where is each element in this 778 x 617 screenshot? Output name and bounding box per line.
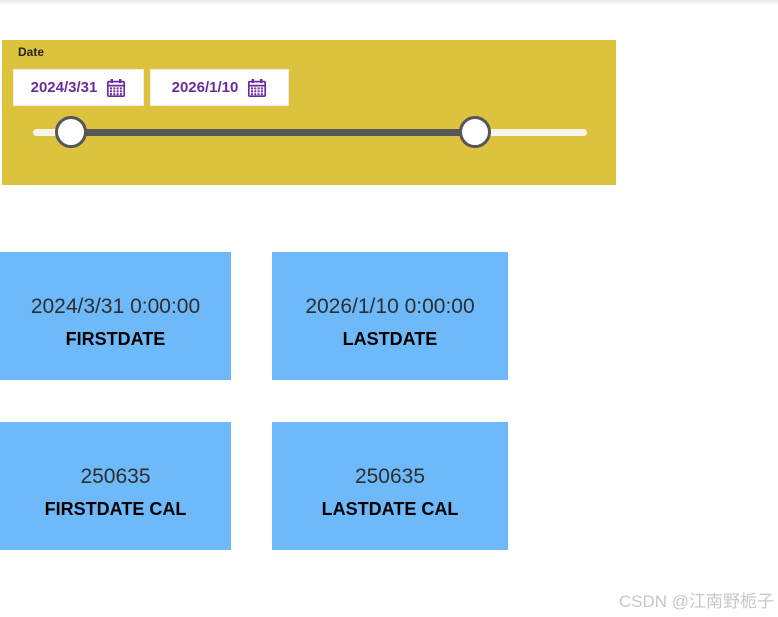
end-date-value[interactable]: 2026/1/10 <box>171 79 239 96</box>
slider-start-handle[interactable] <box>55 116 87 148</box>
card-value: 250635 <box>354 464 426 488</box>
card-label: FIRSTDATE CAL <box>44 498 187 519</box>
card-label: LASTDATE <box>342 328 438 349</box>
date-range-slider-selected-range[interactable] <box>71 129 475 136</box>
card-label: LASTDATE CAL <box>321 498 459 519</box>
card-lastdate-cal: 250635 LASTDATE CAL <box>272 422 508 550</box>
card-value: 250635 <box>80 464 151 488</box>
top-edge-shade <box>0 0 778 5</box>
calendar-icon[interactable] <box>106 78 126 98</box>
card-value: 2026/1/10 0:00:00 <box>305 294 475 318</box>
start-date-value[interactable]: 2024/3/31 <box>30 79 98 96</box>
calendar-icon[interactable] <box>247 78 267 98</box>
slicer-title: Date <box>18 45 45 59</box>
slider-end-handle[interactable] <box>459 116 491 148</box>
card-value: 2024/3/31 0:00:00 <box>30 294 201 318</box>
end-date-input[interactable]: 2026/1/10 <box>150 69 289 106</box>
start-date-input[interactable]: 2024/3/31 <box>13 69 144 106</box>
card-firstdate-cal: 250635 FIRSTDATE CAL <box>0 422 231 550</box>
csdn-watermark: CSDN @江南野栀子 <box>618 592 774 611</box>
card-label: FIRSTDATE <box>65 328 166 349</box>
card-firstdate: 2024/3/31 0:00:00 FIRSTDATE <box>0 252 231 380</box>
date-slicer-panel: Date 2024/3/31 2026/1/10 <box>2 40 616 185</box>
card-lastdate: 2026/1/10 0:00:00 LASTDATE <box>272 252 508 380</box>
